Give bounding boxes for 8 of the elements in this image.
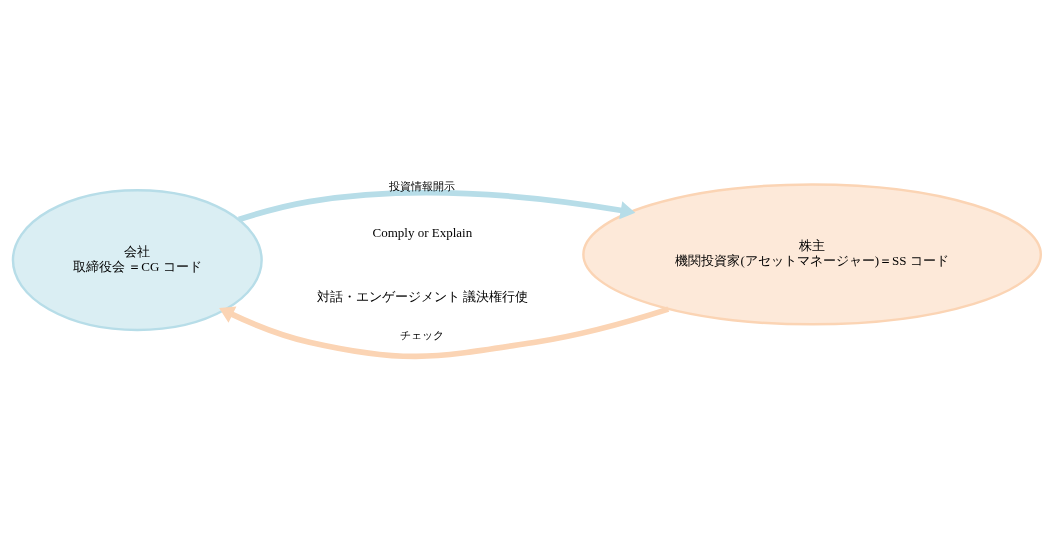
arrow (237, 189, 636, 223)
edge-label: チェック (400, 329, 445, 342)
node-ellipse: 会社 取締役会 ＝CG コード (11, 188, 263, 332)
edge-label: 投資情報開示 (389, 180, 456, 193)
label: 対話・エンゲージメント 議決権行使 (316, 289, 529, 305)
node-ellipse: 株主 機関投資家(アセットマネージャー)＝SS コード (582, 183, 1043, 326)
label: Comply or Explain (372, 225, 473, 241)
arrow (219, 306, 670, 360)
